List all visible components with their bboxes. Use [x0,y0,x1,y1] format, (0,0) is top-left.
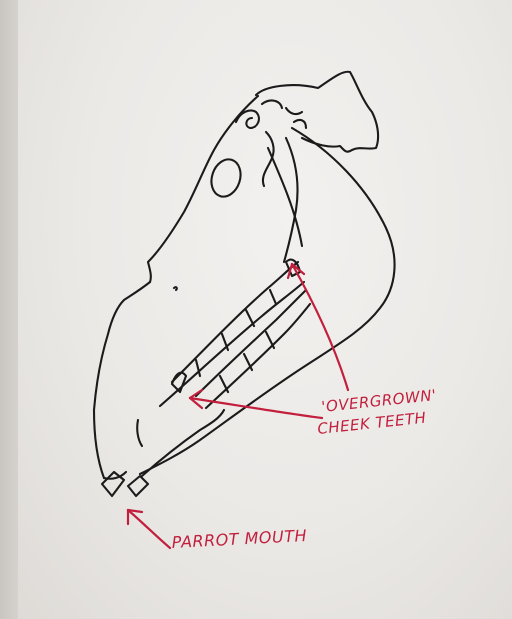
parrot-mouth-arrow [128,510,170,548]
parrot-mouth-label: PARROT MOUTH [171,526,307,552]
